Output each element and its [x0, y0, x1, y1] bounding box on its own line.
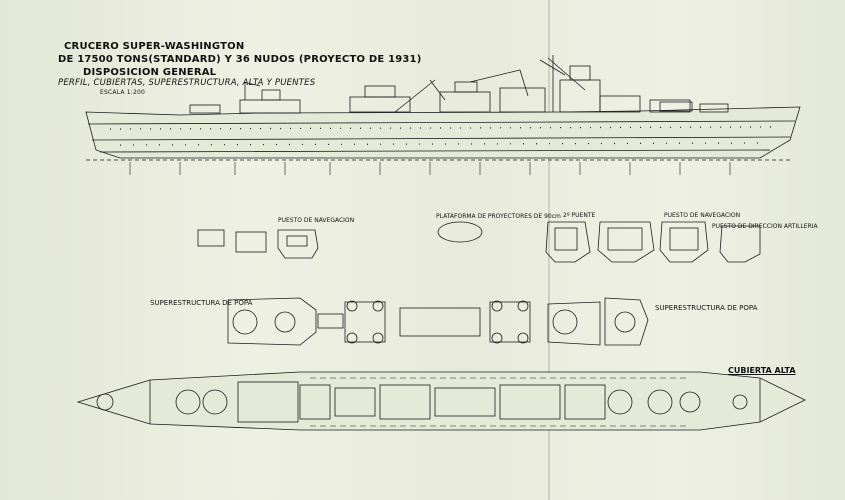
title-line-1: CRUCERO SUPER-WASHINGTON [64, 41, 245, 52]
label-superestructura-popa-right: SUPERESTRUCTURA DE POPA [655, 304, 758, 312]
bridge-details [197, 221, 761, 263]
scale-label: ESCALA 1:200 [100, 89, 146, 96]
upper-deck-plan [76, 371, 806, 431]
title-line-2: DE 17500 TONS(STANDARD) Y 36 NUDOS (PROY… [58, 54, 422, 65]
superstructure-plan [227, 297, 649, 346]
label-segundo-puente: 2º PUENTE [563, 212, 596, 219]
title-line-3: DISPOSICION GENERAL [83, 67, 217, 78]
label-cubierta-alta: CUBIERTA ALTA [728, 366, 796, 375]
fold-line [548, 0, 550, 500]
label-plataforma-proyectores: PLATAFORMA DE PROYECTORES DE 90cm [436, 213, 561, 220]
label-puesto-direccion: PUESTO DE DIRECCION ARTILLERIA [712, 223, 818, 230]
title-line-4: PERFIL, CUBIERTAS, SUPERESTRUCTURA, ALTA… [58, 78, 316, 88]
label-superestructura-popa-left: SUPERESTRUCTURA DE POPA [150, 299, 253, 307]
ship-profile [85, 55, 801, 175]
label-puesto-navegacion-2: PUESTO DE NAVEGACION [664, 212, 741, 219]
label-puesto-navegacion: PUESTO DE NAVEGACION [278, 217, 355, 224]
